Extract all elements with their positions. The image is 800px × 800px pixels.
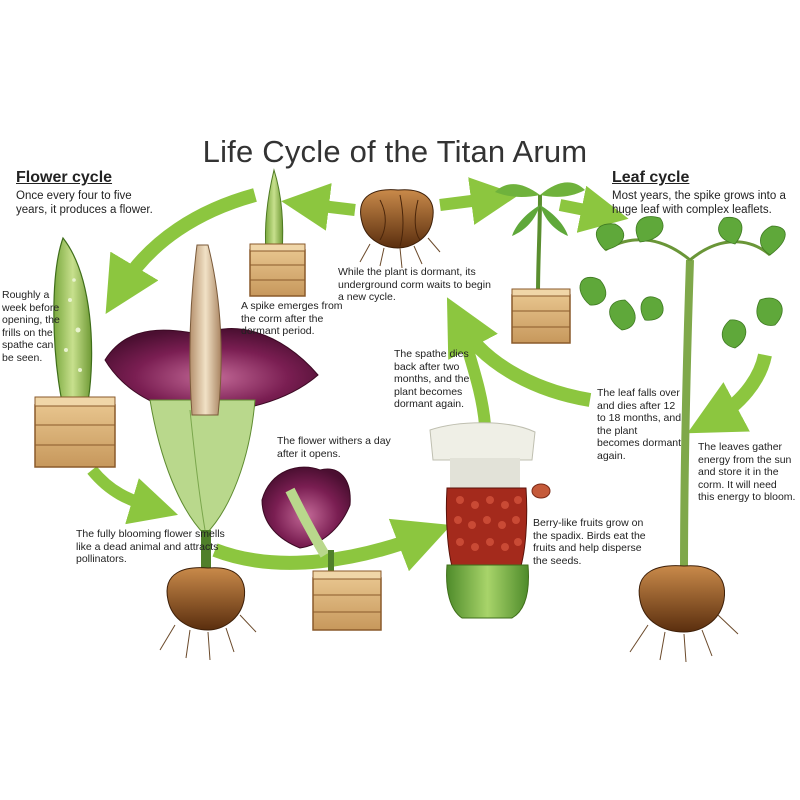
caption-spike: A spike emerges from the corm after the …	[241, 300, 343, 337]
crate-icon	[249, 243, 306, 297]
caption-berries: Berry-like fruits grow on the spadix. Bi…	[533, 517, 646, 567]
leaf-plant-icon	[495, 182, 585, 296]
caption-spathe-dies: The spathe dies back after two months, a…	[394, 348, 470, 410]
crate-icon	[34, 396, 116, 468]
crate-icon	[511, 288, 571, 344]
bloom-icon	[261, 466, 351, 578]
caption-blooming: The fully blooming flower smells like a …	[76, 528, 225, 565]
leaf-cycle-intro: Most years, the spike grows into a huge …	[612, 190, 786, 216]
bloom-icon	[104, 244, 319, 575]
crate-icon	[312, 570, 382, 631]
spike-icon	[264, 168, 284, 253]
leaf-plant-icon	[579, 216, 786, 576]
diagram-title: Life Cycle of the Titan Arum	[202, 134, 588, 169]
cycle-arrow-icon	[87, 177, 772, 572]
caption-dormant: While the plant is dormant, its undergro…	[338, 266, 491, 303]
fruit-spadix-icon	[429, 422, 536, 619]
caption-withers: The flower withers a day after it opens.	[277, 435, 391, 460]
corm-icon	[359, 189, 441, 269]
caption-leaf-falls: The leaf falls over and dies after 12 to…	[597, 387, 682, 462]
corm-icon	[159, 567, 257, 661]
caption-frills: Roughly a week before opening, the frill…	[2, 289, 60, 364]
caption-leaves-gather: The leaves gather energy from the sun an…	[698, 441, 796, 503]
flower-cycle-heading: Flower cycle	[16, 169, 113, 186]
corm-icon	[629, 565, 739, 663]
flower-cycle-intro: Once every four to five years, it produc…	[16, 190, 153, 216]
leaf-cycle-heading: Leaf cycle	[612, 169, 690, 186]
seed-icon	[531, 483, 551, 499]
